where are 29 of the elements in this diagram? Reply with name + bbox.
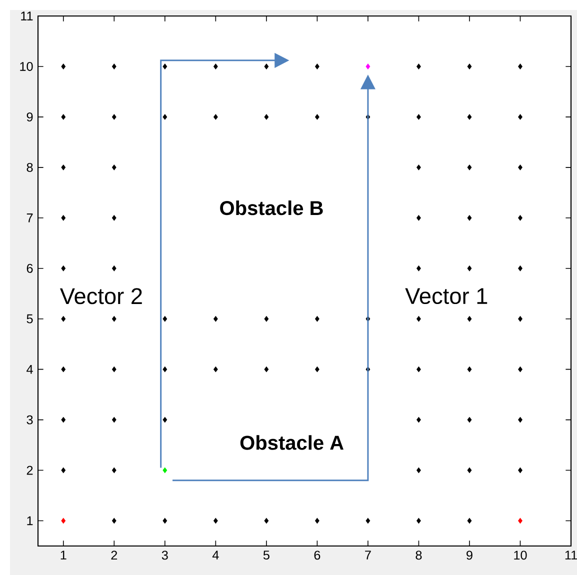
tick-label: 10 bbox=[514, 550, 527, 560]
tick-label: 8 bbox=[416, 550, 422, 560]
tick-label: 6 bbox=[26, 264, 33, 273]
tick-label: 4 bbox=[212, 550, 219, 560]
tick-label: 5 bbox=[263, 550, 270, 560]
tick-label: 8 bbox=[26, 162, 33, 172]
tick-label: 1 bbox=[27, 516, 33, 526]
obstacle-label: Obstacle A bbox=[240, 435, 344, 450]
arrow-label: Vector 1 bbox=[405, 288, 488, 304]
obstacle-label: Obstacle B bbox=[220, 200, 323, 216]
tick-label: 3 bbox=[26, 415, 33, 424]
tick-label: 1 bbox=[60, 550, 66, 560]
tick-label: 11 bbox=[565, 550, 577, 560]
tick-label: 9 bbox=[466, 550, 472, 560]
tick-label: 4 bbox=[26, 364, 33, 374]
tick-label: 2 bbox=[26, 466, 33, 475]
point bbox=[162, 467, 168, 474]
point bbox=[61, 518, 66, 524]
tick-label: 7 bbox=[365, 550, 371, 560]
tick-label: 3 bbox=[162, 550, 168, 560]
point bbox=[366, 64, 370, 70]
tick-label: 9 bbox=[26, 112, 33, 122]
tick-label: 6 bbox=[314, 550, 320, 560]
arrow-label: Vector 2 bbox=[60, 288, 142, 304]
tick-label: 7 bbox=[26, 214, 33, 222]
tick-label: 2 bbox=[111, 550, 118, 560]
tick-label: 10 bbox=[20, 62, 33, 71]
tick-label: 11 bbox=[21, 12, 33, 20]
tick-label: 5 bbox=[26, 314, 33, 324]
